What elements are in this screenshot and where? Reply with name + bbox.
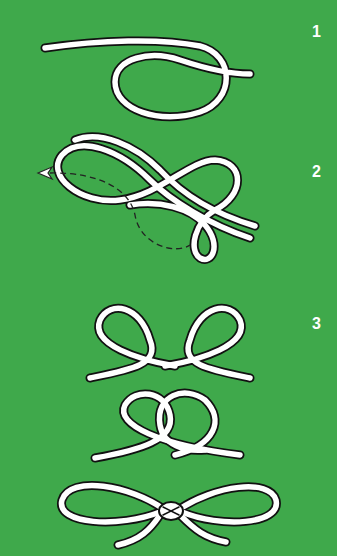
step-number: 2 xyxy=(312,164,321,180)
step-number: 1 xyxy=(312,24,321,40)
step-number: 3 xyxy=(312,316,321,332)
rope xyxy=(45,41,276,545)
dashed-arrow xyxy=(38,167,190,249)
